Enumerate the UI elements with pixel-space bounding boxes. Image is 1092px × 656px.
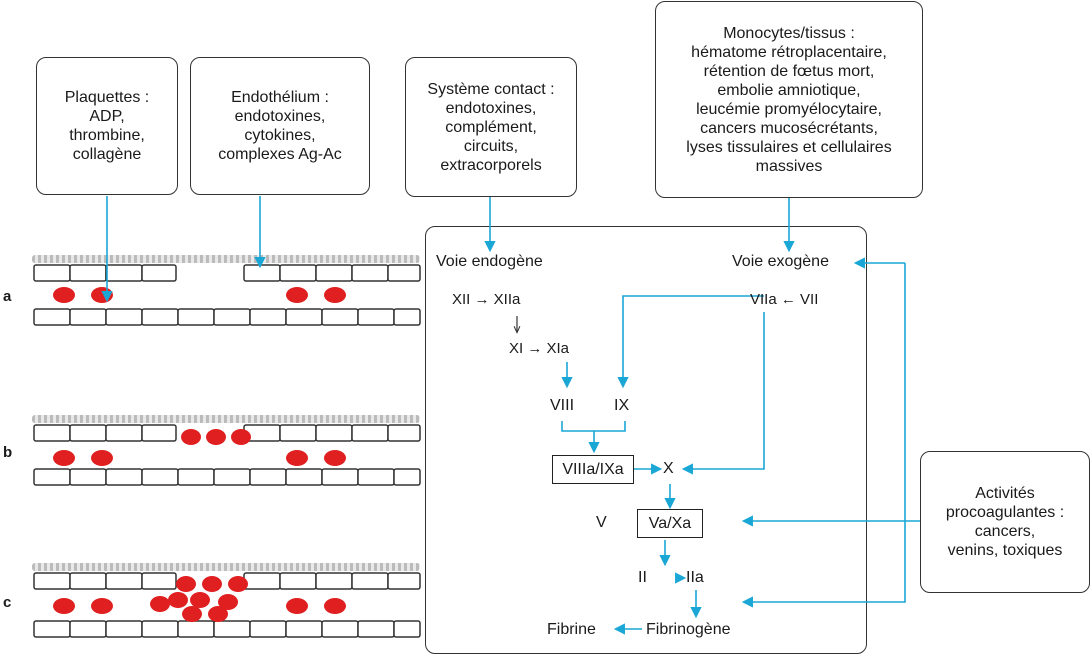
box-line: complexes Ag-Ac — [218, 146, 342, 163]
plaquettes-box: Plaquettes : ADP, thrombine, collagène — [36, 57, 178, 195]
v-label: V — [596, 514, 607, 531]
box-line: Monocytes/tissus : — [723, 24, 855, 42]
viii-label: VIII — [550, 397, 575, 414]
xii-xiia-label: XII → XIIa — [452, 291, 521, 308]
box-line: complément, — [445, 118, 537, 136]
va-xa-complex: Va/Xa — [637, 509, 703, 538]
endothelium-texture-c — [32, 563, 420, 571]
box-line: circuits, — [463, 137, 519, 155]
box-line: massives — [755, 157, 823, 175]
box-line: endotoxines, — [445, 99, 537, 117]
box-line: cytokines, — [244, 127, 316, 144]
box-line: lyses tissulaires et cellulaires — [686, 138, 892, 156]
red-cells — [53, 287, 346, 622]
vessel-a — [33, 264, 421, 326]
procoagulantes-box: Activités procoagulantes : cancers, veni… — [920, 451, 1090, 593]
box-line: ADP, — [89, 108, 125, 125]
monocytes-box: Monocytes/tissus : hématome rétroplacent… — [655, 1, 923, 198]
voie-endogene-label: Voie endogène — [436, 253, 543, 270]
box-line: embolie amniotique, — [717, 81, 861, 99]
fibrinogene-label: Fibrinogène — [646, 621, 731, 638]
endothelium-box: Endothélium : endotoxines, cytokines, co… — [190, 57, 370, 195]
box-line: thrombine, — [69, 127, 145, 144]
viia-vii-label: VIIa ← VII — [750, 291, 819, 308]
fibrine-label: Fibrine — [547, 621, 596, 638]
box-line: Activités — [975, 485, 1035, 502]
box-line: cancers, — [974, 523, 1036, 540]
box-line: Système contact : — [427, 80, 555, 98]
box-line: procoagulantes : — [945, 504, 1065, 521]
row-label-a: a — [3, 288, 12, 305]
vessel-b — [33, 424, 421, 486]
xi-xia-label: XI → XIa — [509, 340, 570, 357]
box-line: leucémie promyélocytaire, — [696, 100, 882, 118]
x-label: X — [663, 460, 674, 477]
box-line: rétention de fœtus mort, — [703, 62, 875, 80]
box-line: Endothélium : — [231, 89, 329, 106]
blue-arrows — [101, 196, 920, 635]
box-line: collagène — [72, 146, 142, 163]
row-label-b: b — [3, 444, 13, 461]
box-line: venins, toxiques — [947, 542, 1063, 559]
box-line: cancers mucosécrétants, — [700, 119, 878, 137]
vessel-c — [33, 572, 421, 638]
endothelium-texture-a — [32, 255, 420, 263]
ii-label: II — [638, 569, 647, 586]
box-line: hématome rétroplacentaire, — [691, 43, 887, 61]
row-label-c: c — [3, 594, 12, 611]
ix-label: IX — [614, 397, 630, 414]
viiia-ixa-complex: VIIIa/IXa — [552, 455, 634, 484]
cascade-panel — [425, 226, 867, 654]
systeme-contact-box: Système contact : endotoxines, complémen… — [405, 57, 577, 197]
endothelium-texture-b — [32, 415, 420, 423]
box-line: extracorporels — [440, 156, 542, 174]
box-line: endotoxines, — [234, 108, 326, 125]
iia-label: IIa — [686, 569, 704, 586]
box-line: Plaquettes : — [64, 89, 150, 106]
voie-exogene-label: Voie exogène — [732, 253, 829, 270]
